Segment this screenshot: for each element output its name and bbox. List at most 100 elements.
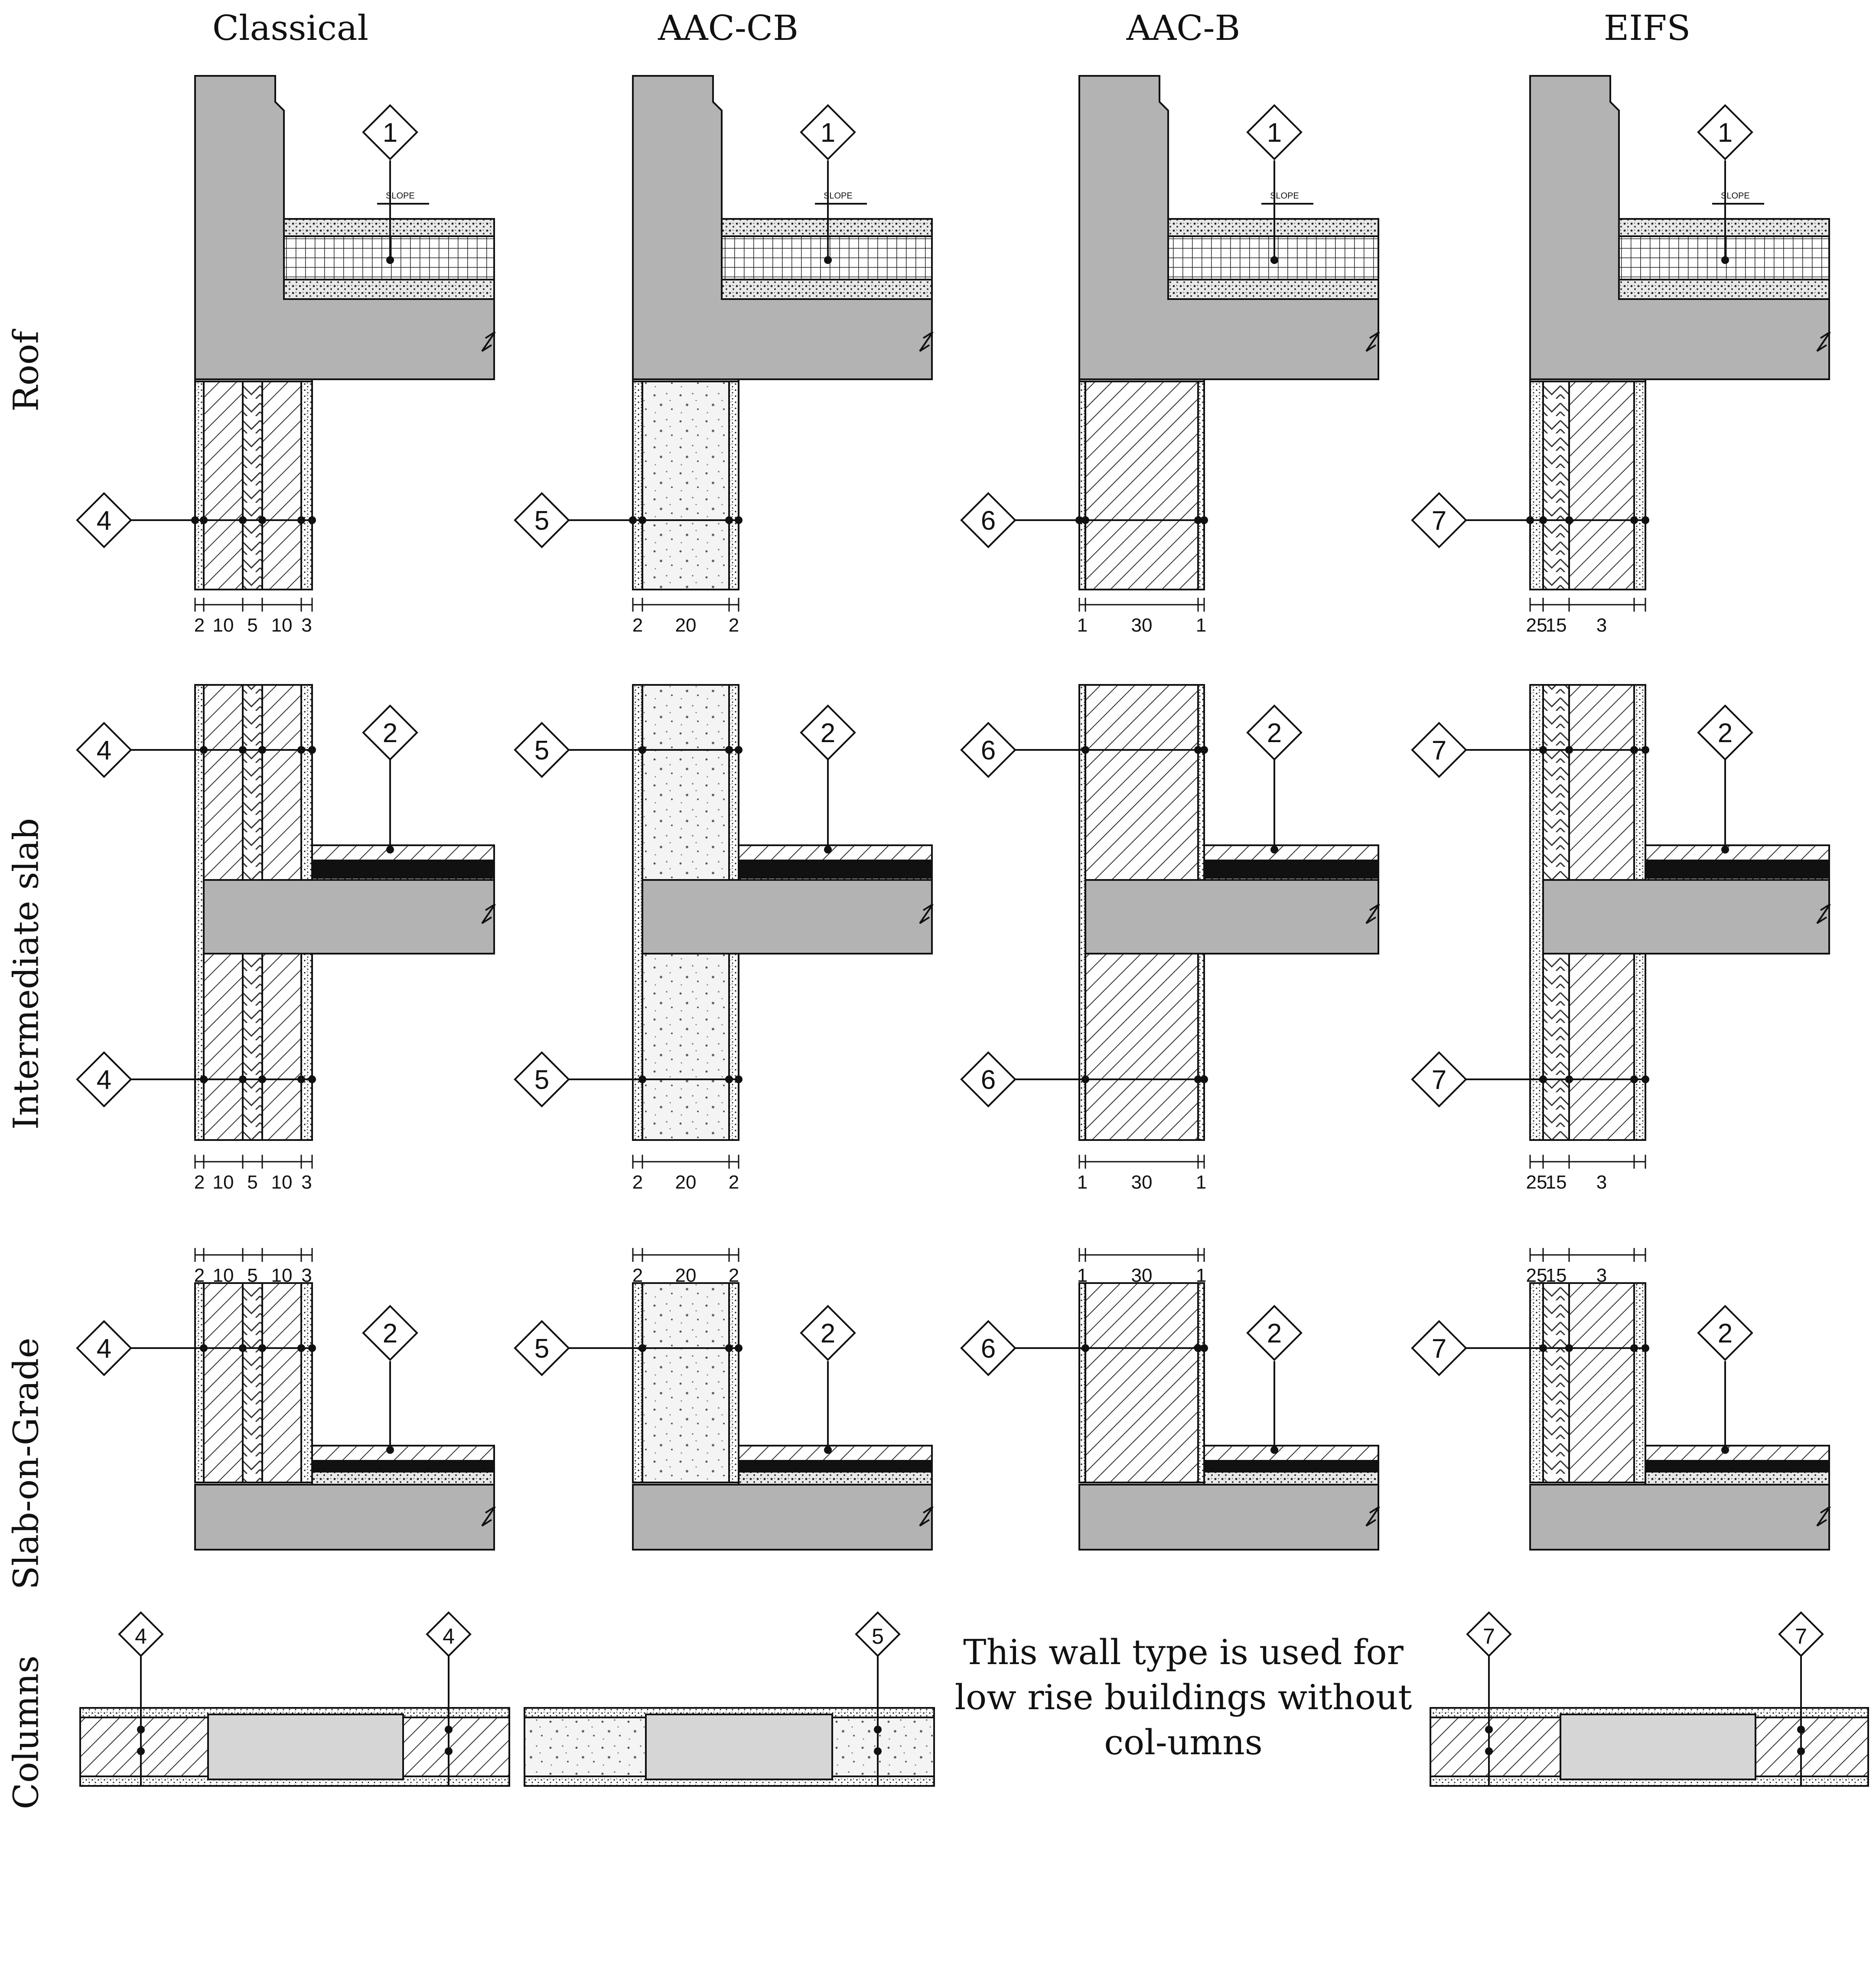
- leader-dot: [1539, 516, 1547, 524]
- marker-tag-6: 6: [960, 492, 1016, 548]
- column-heading-aac-b: AAC-B: [1126, 8, 1241, 48]
- leader-dot: [258, 1344, 266, 1352]
- leader-dot: [629, 516, 637, 524]
- marker-diamond: [1411, 1320, 1467, 1376]
- dimension-label: 5: [247, 615, 257, 636]
- marker-tag-6: 6: [960, 1320, 1016, 1376]
- grade-concrete-slab: [1529, 1484, 1830, 1551]
- marker-tag-7: 7: [1411, 722, 1467, 778]
- grade-floor-membrane: [1645, 1460, 1830, 1473]
- marker-number: 7: [1432, 1334, 1446, 1364]
- grade-floor-screed: [1645, 1471, 1830, 1486]
- dimension-label: 1: [1077, 1172, 1088, 1193]
- leader-dot: [239, 1075, 247, 1083]
- grade-wall-layer: [203, 1282, 244, 1483]
- grade-wall-layer: [1078, 1282, 1086, 1483]
- marker-tag-5: 5: [514, 722, 570, 778]
- marker-diamond: [960, 492, 1016, 548]
- marker-number: 2: [1267, 718, 1282, 748]
- leader-dot: [297, 1075, 305, 1083]
- leader-dot: [638, 1075, 646, 1083]
- marker-number: 4: [97, 506, 111, 536]
- marker-number: 7: [1795, 1624, 1807, 1648]
- marker-tag-4: 4: [76, 492, 132, 548]
- grade-floor-finish: [1203, 1445, 1379, 1462]
- dimension-label: 10: [271, 615, 293, 636]
- leader-dot: [297, 746, 305, 754]
- grade-wall-layer: [1542, 1282, 1570, 1483]
- leader-dot: [1200, 516, 1208, 524]
- marker-diamond: [514, 1320, 570, 1376]
- grade-floor-screed: [738, 1471, 933, 1486]
- mid-concrete-slab: [1542, 879, 1830, 955]
- leader-dot: [1642, 1075, 1649, 1083]
- grade-floor-screed: [311, 1471, 495, 1486]
- marker-tag-4: 4: [118, 1611, 164, 1657]
- marker-number: 7: [1432, 506, 1446, 536]
- marker-diamond: [960, 1320, 1016, 1376]
- break-symbol: [1365, 331, 1380, 352]
- slope-label: SLOPE: [1721, 191, 1750, 201]
- break-symbol: [1816, 903, 1831, 924]
- marker-tag-4: 4: [426, 1611, 472, 1657]
- marker-number: 7: [1432, 1065, 1446, 1095]
- dimension-label: 15: [1546, 1265, 1567, 1286]
- grade-wall-layer: [242, 1282, 263, 1483]
- leader-dot: [1526, 516, 1534, 524]
- dimension-label: 20: [675, 1172, 697, 1193]
- marker-number: 6: [981, 736, 996, 766]
- columns-note: This wall type is used for low rise buil…: [954, 1632, 1412, 1762]
- marker-number: 4: [97, 1334, 111, 1364]
- marker-tag-5: 5: [514, 1320, 570, 1376]
- dimension-label: 2: [194, 1172, 205, 1193]
- leader-dot: [638, 746, 646, 754]
- dimension-label: 2: [194, 615, 205, 636]
- roof-wall-layer: [1568, 381, 1635, 590]
- marker-number: 5: [534, 736, 549, 766]
- leader-dot: [258, 516, 266, 524]
- marker-number: 7: [1483, 1624, 1495, 1648]
- mid-floor-membrane: [1645, 860, 1830, 879]
- grade-floor-membrane: [1203, 1460, 1379, 1473]
- leader-dot: [735, 1344, 743, 1352]
- marker-tag-2: 2: [800, 704, 856, 761]
- roof-wall-layer: [1529, 381, 1544, 590]
- column-section: [1560, 1714, 1756, 1780]
- marker-diamond: [76, 1320, 132, 1376]
- marker-diamond: [1697, 704, 1753, 761]
- dimension-label: 1: [1196, 615, 1206, 636]
- marker-number: 6: [981, 1334, 996, 1364]
- marker-diamond: [960, 722, 1016, 778]
- leader-dot: [200, 1075, 208, 1083]
- marker-diamond: [1411, 492, 1467, 548]
- roof-wall-layer: [261, 381, 302, 590]
- leader-dot: [1539, 1075, 1547, 1083]
- roof-wall-layer: [300, 381, 313, 590]
- marker-diamond: [1246, 1305, 1303, 1361]
- marker-diamond: [1411, 1051, 1467, 1108]
- marker-diamond: [800, 104, 856, 160]
- leader-dot: [1565, 1344, 1573, 1352]
- dimension-label: 2: [632, 1265, 643, 1286]
- marker-number: 2: [821, 718, 835, 748]
- break-symbol: [919, 1506, 934, 1527]
- marker-tag-6: 6: [960, 722, 1016, 778]
- leader-dot: [1194, 516, 1202, 524]
- leader-dot: [1721, 1446, 1729, 1454]
- grade-floor-membrane: [738, 1460, 933, 1473]
- marker-tag-5: 5: [855, 1611, 901, 1657]
- marker-number: 1: [1267, 118, 1282, 148]
- leader-dot: [824, 1446, 832, 1454]
- grade-concrete-slab: [1078, 1484, 1379, 1551]
- leader-dot: [1075, 516, 1083, 524]
- marker-number: 4: [443, 1624, 455, 1648]
- break-symbol: [481, 903, 496, 924]
- leader-dot: [200, 516, 208, 524]
- leader-dot: [1630, 746, 1638, 754]
- leader-dot: [1270, 846, 1278, 854]
- marker-number: 6: [981, 506, 996, 536]
- dimension-label: 15: [1546, 615, 1567, 636]
- leader-dot: [874, 1726, 882, 1733]
